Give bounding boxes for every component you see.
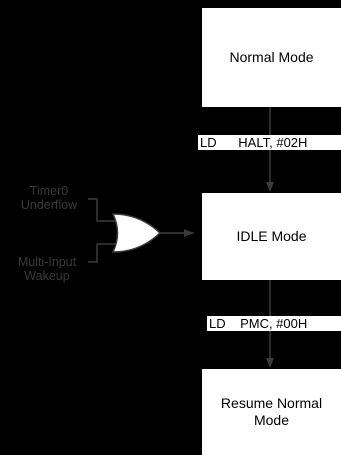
gate-output-arrowhead [184, 229, 194, 237]
normal-mode-box: Normal Mode [202, 8, 341, 107]
resume-normal-mode-label: Resume Normal Mode [220, 395, 323, 428]
normal-mode-label: Normal Mode [229, 49, 314, 65]
timer0-underflow-input: Timer0 Underflow [20, 184, 78, 212]
pmc-instruction-label: LD PMC, #00H [207, 316, 341, 331]
multi-wire [88, 243, 124, 263]
idle-mode-label: IDLE Mode [236, 228, 307, 244]
resume-normal-mode-box: Resume Normal Mode [202, 369, 341, 455]
timer-wire [88, 198, 124, 222]
normal-to-idle-arrowhead [266, 182, 274, 192]
idle-mode-box: IDLE Mode [202, 193, 341, 280]
halt-instruction-label: LD HALT, #02H [198, 135, 341, 150]
idle-to-resume-arrowhead [266, 358, 274, 368]
or-gate-icon [111, 213, 162, 253]
multi-input-wakeup-input: Multi-Input Wakeup [17, 255, 77, 283]
